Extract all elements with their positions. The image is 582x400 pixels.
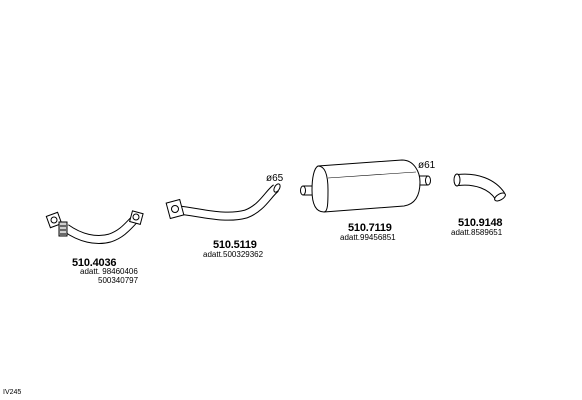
part-code-510-5119: 510.5119	[213, 239, 257, 251]
part-code-510-7119: 510.7119	[348, 222, 392, 234]
part-code-510-9148: 510.9148	[458, 217, 503, 229]
diameter-510-5119: ø65	[266, 173, 284, 184]
diagram-reference: IV245	[3, 389, 22, 396]
part-510-5119-intermediate-pipe[interactable]	[165, 183, 281, 221]
part-code-510-4036: 510.4036	[72, 257, 117, 269]
part-510-7119-silencer[interactable]	[300, 159, 431, 213]
part-ref-510-4036-a: adatt. 98460406	[80, 267, 138, 276]
part-ref-510-7119: adatt.99456851	[340, 233, 396, 242]
part-ref-510-5119: adatt.500329362	[203, 250, 264, 259]
part-ref-510-4036-b: 500340797	[98, 276, 139, 285]
diameter-510-7119: ø61	[418, 160, 436, 171]
part-510-9148-tail-pipe[interactable]	[453, 173, 507, 203]
part-510-4036-front-pipe[interactable]	[45, 210, 144, 245]
part-ref-510-9148: adatt.8589651	[451, 228, 503, 237]
